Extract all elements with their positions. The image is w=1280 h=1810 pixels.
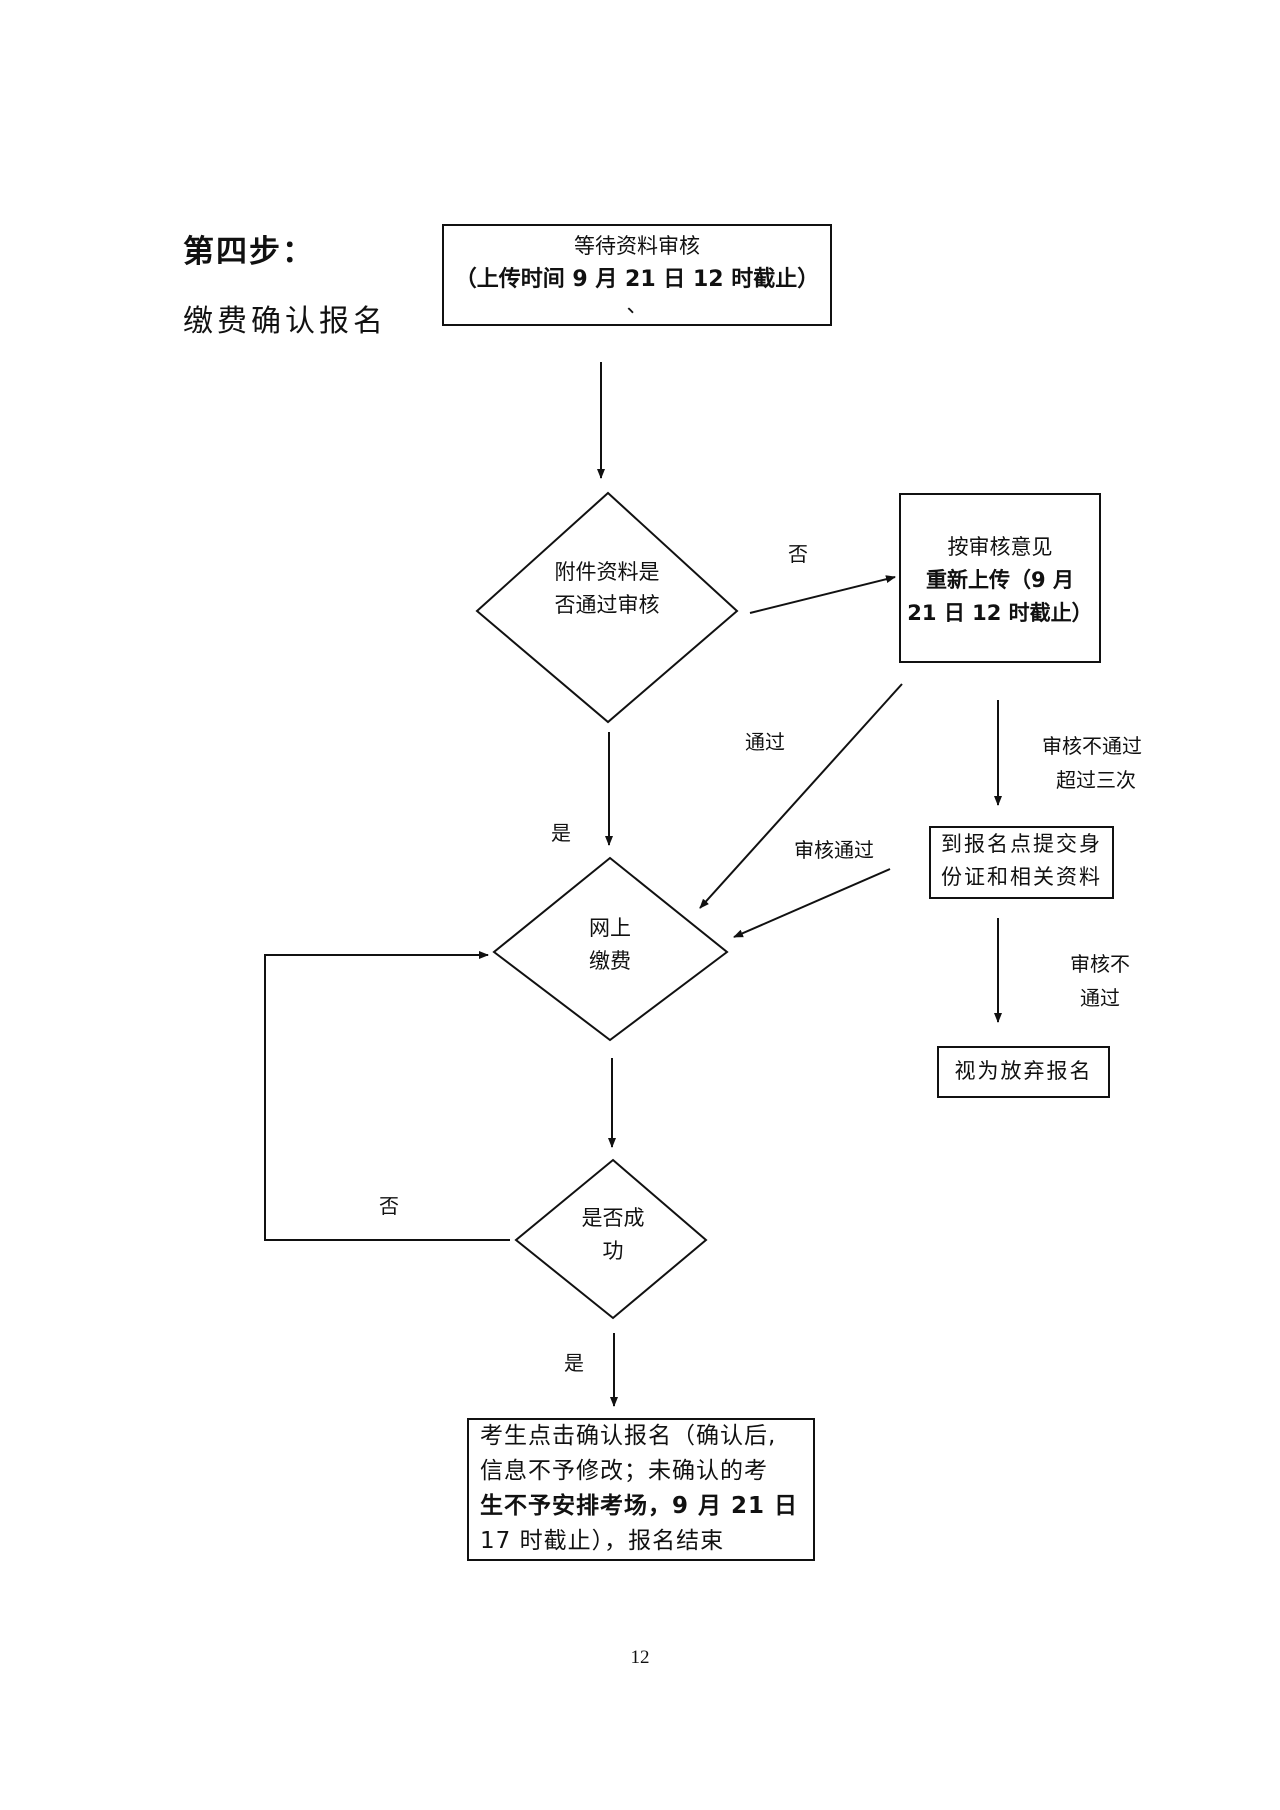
review-passed-line: 否通过审核 — [554, 593, 660, 617]
edge-label-yes: 是 — [564, 1351, 584, 1375]
success-line: 是否成 — [581, 1206, 645, 1230]
confirm-line: 信息不予修改；未确认的考 — [480, 1458, 768, 1484]
edge-label-fail: 通过 — [1080, 986, 1120, 1010]
edge-label-fail-three: 审核不通过 — [1042, 734, 1142, 758]
onsite-submit-box — [929, 826, 1114, 899]
confirm-line: 17 时截止），报名结束 — [480, 1528, 725, 1554]
edge-label-review-pass: 审核通过 — [794, 838, 874, 862]
abandon-box — [937, 1046, 1110, 1098]
arrow-onsite-to-pay — [733, 868, 891, 938]
abandon-text: 视为放弃报名 — [937, 1055, 1110, 1088]
reupload-line: 21 日 12 时截止） — [907, 601, 1093, 625]
wait-review-line: 、 — [626, 293, 648, 317]
arrow-review-to-reupload — [749, 575, 896, 614]
edge-label-fail: 审核不 — [1070, 952, 1130, 976]
review-passed-diamond — [475, 491, 739, 724]
success-diamond — [514, 1158, 708, 1320]
reupload-line: 重新上传（9 月 — [926, 568, 1074, 592]
wait-review-box — [442, 224, 832, 326]
wait-review-line: （上传时间 9 月 21 日 12 时截止） — [454, 267, 820, 292]
onsite-submit-line: 份证和相关资料 — [941, 865, 1102, 889]
reupload-box — [899, 493, 1101, 663]
edge-label-fail-three: 超过三次 — [1056, 768, 1136, 792]
wait-review-line: 等待资料审核 — [574, 234, 700, 258]
pay-online-text: 网上 缴费 — [560, 912, 660, 978]
reupload-text: 按审核意见 重新上传（9 月 21 日 12 时截止） — [899, 531, 1101, 630]
pay-online-diamond — [492, 856, 729, 1042]
confirm-text: 考生点击确认报名（确认后, 信息不予修改；未确认的考 生不予安排考场，9 月 2… — [480, 1419, 810, 1559]
abandon-line: 视为放弃报名 — [954, 1059, 1093, 1083]
arrow-reupload-to-pay — [699, 683, 903, 909]
edge-label-pass: 通过 — [745, 730, 785, 754]
pay-online-line: 网上 — [589, 916, 631, 940]
review-passed-line: 附件资料是 — [554, 560, 660, 584]
onsite-submit-text: 到报名点提交身 份证和相关资料 — [929, 828, 1114, 894]
confirm-box — [467, 1418, 815, 1561]
wait-review-text: 等待资料审核 （上传时间 9 月 21 日 12 时截止） 、 — [442, 230, 832, 317]
page-number: 12 — [630, 1647, 650, 1668]
pay-online-line: 缴费 — [589, 949, 631, 973]
edge-label-no: 否 — [788, 542, 808, 566]
review-passed-text: 附件资料是 否通过审核 — [527, 556, 687, 622]
step-heading: 第四步： — [183, 234, 315, 270]
success-line: 功 — [602, 1239, 624, 1263]
confirm-line: 生不予安排考场，9 月 21 日 — [480, 1493, 799, 1519]
edge-label-no: 否 — [379, 1194, 399, 1218]
success-text: 是否成 功 — [558, 1202, 668, 1268]
arrow-success-back-to-pay — [264, 951, 510, 1241]
confirm-line: 考生点击确认报名（确认后, — [480, 1423, 777, 1449]
onsite-submit-line: 到报名点提交身 — [941, 832, 1102, 856]
edge-label-yes: 是 — [551, 821, 571, 845]
step-subtitle: 缴费确认报名 — [183, 304, 387, 339]
reupload-line: 按审核意见 — [947, 535, 1053, 559]
